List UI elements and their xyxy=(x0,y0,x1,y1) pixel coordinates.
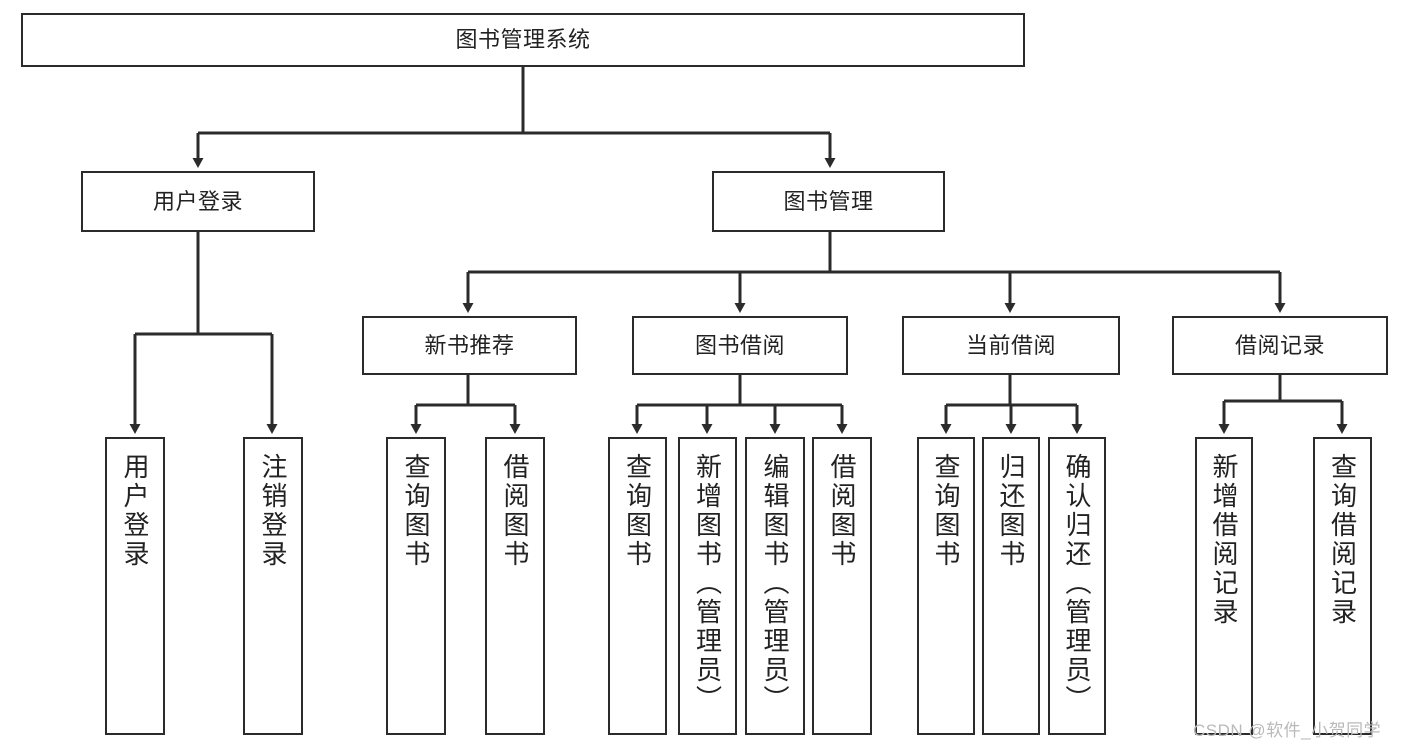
node-book-management-label: 图书管理 xyxy=(783,188,874,214)
node-book-borrow[interactable]: 图书借阅 xyxy=(632,316,848,375)
node-borrow-records[interactable]: 借阅记录 xyxy=(1172,316,1388,375)
node-leaf-edit-book-admin-label: 编辑图书（管理员） xyxy=(760,453,790,714)
node-leaf-query-book-borrow-label: 查询图书 xyxy=(622,453,653,569)
node-leaf-borrow-book-recommend[interactable]: 借阅图书 xyxy=(485,437,545,735)
node-leaf-borrow-book-recommend-label: 借阅图书 xyxy=(500,453,530,569)
node-root-label: 图书管理系统 xyxy=(455,27,591,53)
node-leaf-query-book-current[interactable]: 查询图书 xyxy=(917,437,975,735)
node-leaf-user-login[interactable]: 用户登录 xyxy=(105,437,165,735)
node-leaf-logout[interactable]: 注销登录 xyxy=(243,437,303,735)
node-user-login-label: 用户登录 xyxy=(152,188,243,214)
node-leaf-add-book-admin-label: 新增图书（管理员） xyxy=(692,453,723,714)
node-leaf-query-borrow-record-label: 查询借阅记录 xyxy=(1327,453,1358,627)
node-new-book-recommend[interactable]: 新书推荐 xyxy=(362,316,577,375)
node-leaf-edit-book-admin[interactable]: 编辑图书（管理员） xyxy=(745,437,805,735)
node-leaf-add-borrow-record[interactable]: 新增借阅记录 xyxy=(1195,437,1253,735)
node-current-borrow[interactable]: 当前借阅 xyxy=(902,316,1120,375)
node-leaf-query-book-recommend[interactable]: 查询图书 xyxy=(386,437,446,735)
node-leaf-add-book-admin[interactable]: 新增图书（管理员） xyxy=(678,437,737,735)
node-user-login[interactable]: 用户登录 xyxy=(81,171,315,232)
node-leaf-logout-label: 注销登录 xyxy=(258,453,288,569)
node-leaf-borrow-book-label: 借阅图书 xyxy=(827,453,857,569)
node-current-borrow-label: 当前借阅 xyxy=(965,332,1056,358)
node-leaf-query-book-current-label: 查询图书 xyxy=(931,453,961,569)
node-leaf-confirm-return-admin[interactable]: 确认归还（管理员） xyxy=(1048,437,1106,735)
node-leaf-add-borrow-record-label: 新增借阅记录 xyxy=(1209,453,1239,627)
node-leaf-return-book-label: 归还图书 xyxy=(996,453,1026,569)
node-new-book-recommend-label: 新书推荐 xyxy=(424,332,515,358)
node-leaf-query-book-recommend-label: 查询图书 xyxy=(401,453,431,569)
node-book-borrow-label: 图书借阅 xyxy=(694,332,785,358)
node-leaf-query-borrow-record[interactable]: 查询借阅记录 xyxy=(1313,437,1372,735)
node-root[interactable]: 图书管理系统 xyxy=(21,13,1025,67)
node-leaf-user-login-label: 用户登录 xyxy=(120,453,150,569)
node-borrow-records-label: 借阅记录 xyxy=(1234,332,1325,358)
node-leaf-borrow-book[interactable]: 借阅图书 xyxy=(812,437,872,735)
node-leaf-confirm-return-admin-label: 确认归还（管理员） xyxy=(1062,453,1092,714)
node-leaf-return-book[interactable]: 归还图书 xyxy=(982,437,1040,735)
node-leaf-query-book-borrow[interactable]: 查询图书 xyxy=(608,437,667,735)
node-book-management[interactable]: 图书管理 xyxy=(712,171,945,232)
